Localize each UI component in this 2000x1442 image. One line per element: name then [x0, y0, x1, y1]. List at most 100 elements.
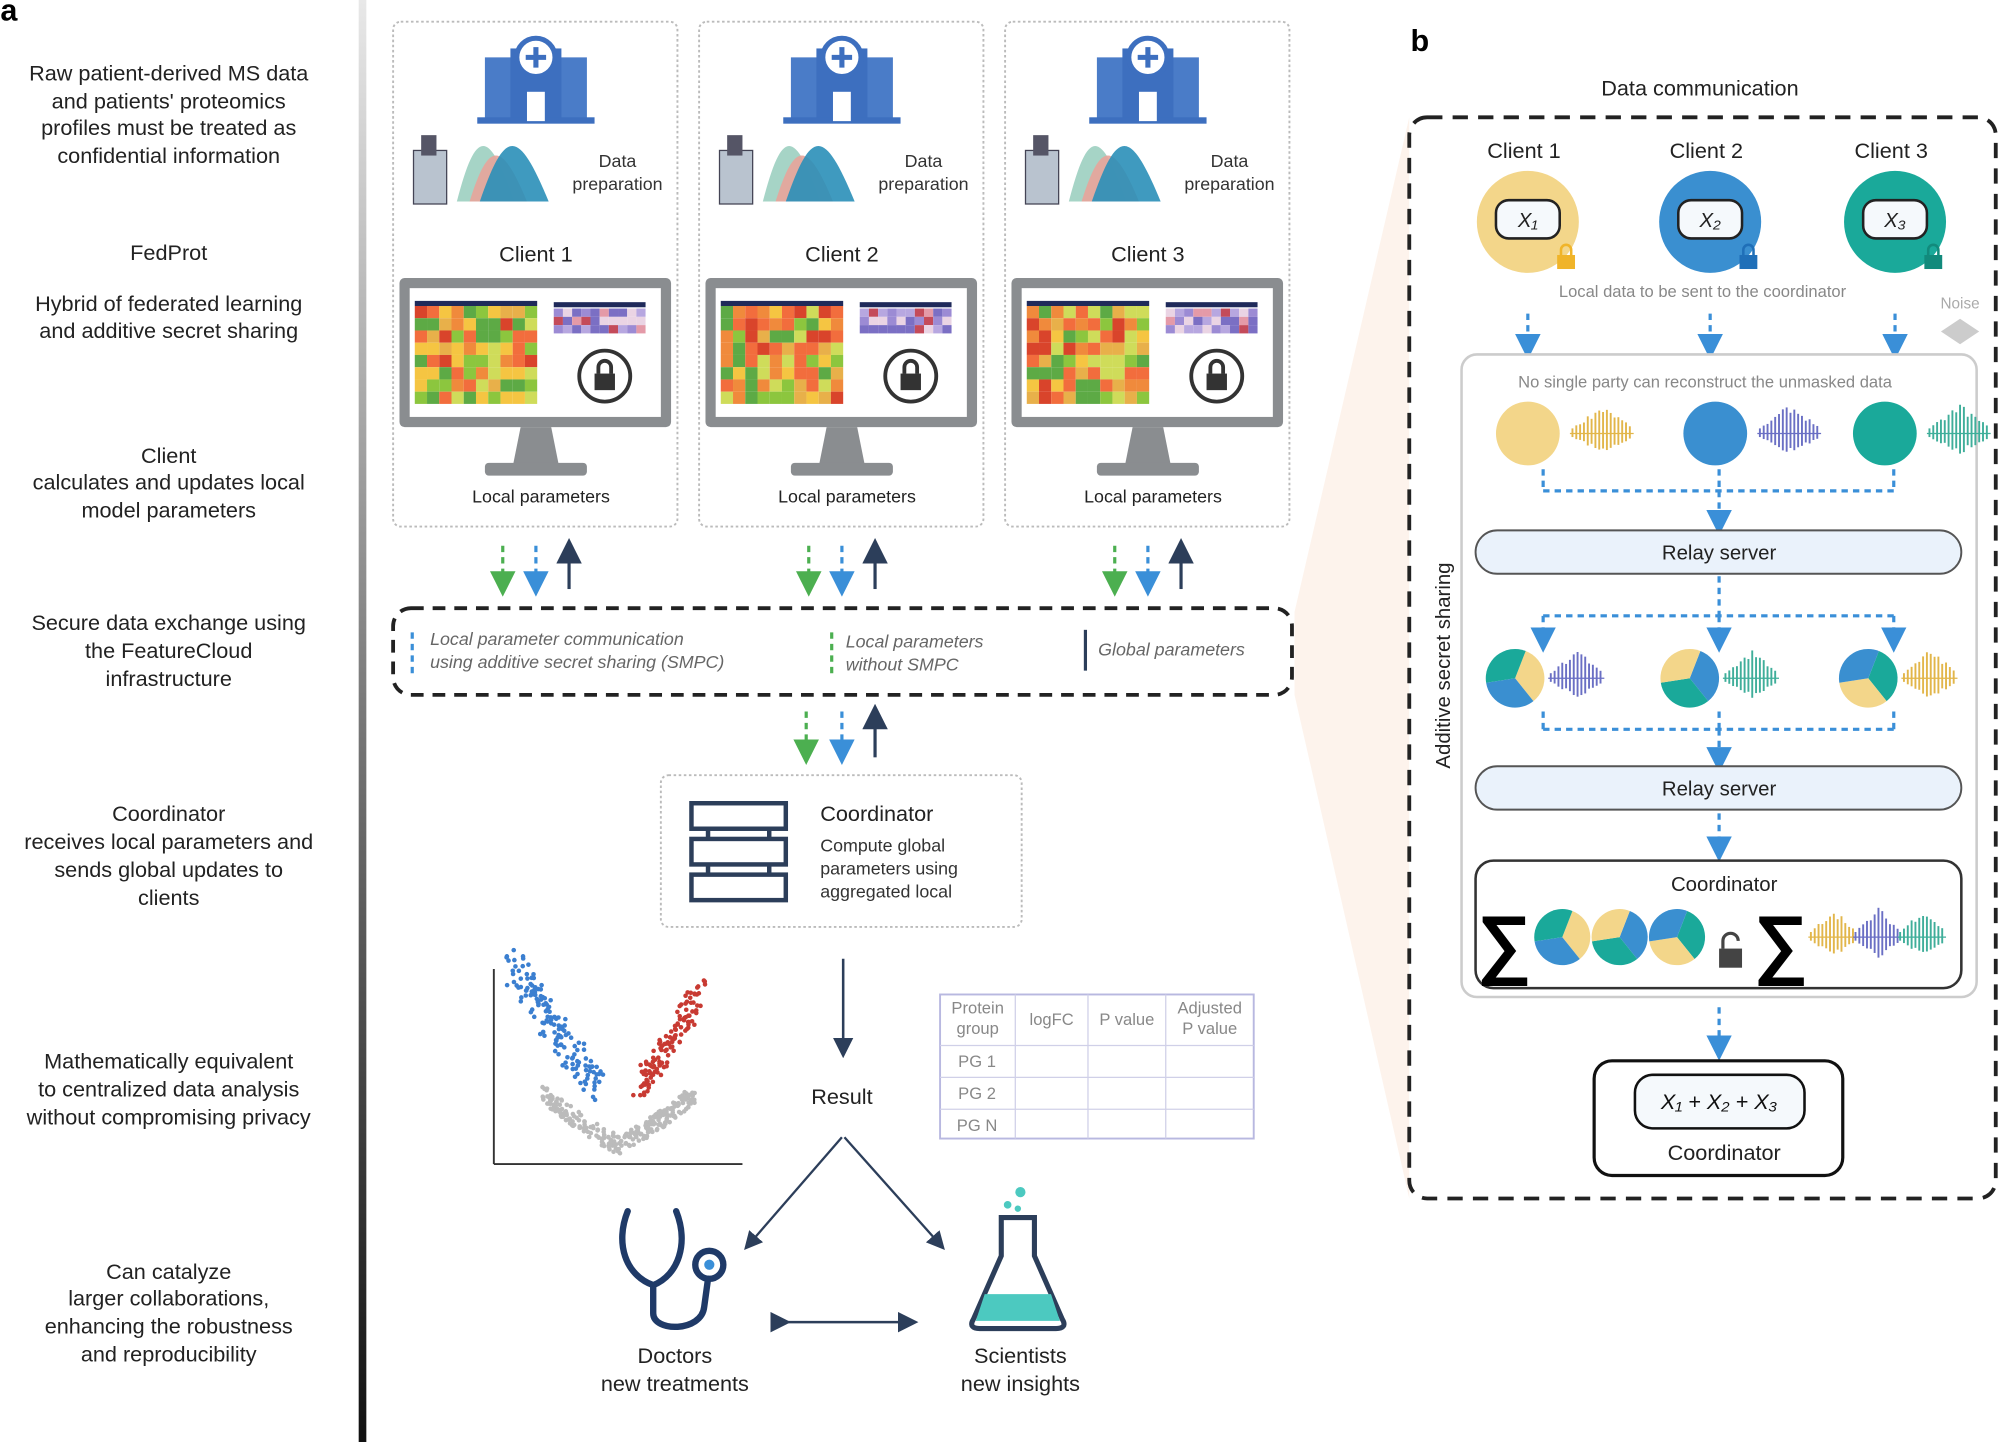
heatmap-cell	[451, 318, 464, 331]
volcano-point-ns	[682, 1089, 687, 1095]
pie-slice	[1619, 910, 1648, 959]
client-data-box	[1677, 198, 1744, 240]
volcano-point-up	[643, 1072, 649, 1078]
heatmap-cell	[581, 316, 591, 326]
hospital-icon	[477, 35, 595, 124]
heatmap-cell	[1039, 391, 1052, 404]
heatmap-cell	[451, 330, 464, 343]
heatmap-cell	[1051, 342, 1064, 355]
heatmap-cell	[1100, 367, 1113, 380]
table-header: logFC	[1030, 1010, 1074, 1029]
heatmap-cell	[1124, 354, 1137, 368]
heatmap-cell	[488, 318, 501, 331]
masked-share-circle	[1495, 401, 1560, 466]
relay-server-2	[1474, 765, 1963, 811]
volcano-point-down	[511, 947, 517, 953]
heatmap-cell	[1051, 367, 1064, 380]
heatmap-cell	[1075, 305, 1088, 319]
heatmap-cell	[1112, 305, 1125, 319]
left-desc-line: Secure data exchange using	[31, 610, 306, 635]
heatmap-cell	[439, 367, 452, 380]
legend-smpc-line2: using additive secret sharing (SMPC)	[430, 652, 724, 672]
heatmap-cell	[500, 379, 513, 392]
heatmap-cell	[1112, 330, 1125, 343]
heatmap-cell	[859, 316, 869, 326]
heatmap-cell	[794, 391, 807, 404]
pie-slice	[1839, 678, 1887, 708]
volcano-point-up	[646, 1082, 652, 1088]
volcano-point-ns	[552, 1104, 557, 1109]
volcano-point-up	[664, 1063, 669, 1069]
volcano-point-down	[513, 964, 518, 969]
client-var: X₂	[1698, 210, 1721, 232]
mixed-share-circle	[1591, 909, 1648, 966]
heatmap-cell	[636, 308, 646, 317]
heatmap-cell	[475, 379, 489, 392]
heatmap-cell	[1193, 316, 1203, 326]
pie-slice	[1534, 937, 1580, 966]
heatmap-cell	[512, 391, 525, 404]
heatmap-cell	[572, 325, 582, 334]
volcano-point-ns	[654, 1127, 660, 1133]
b-client-name: Client 2	[1670, 138, 1743, 163]
heatmap-cell	[781, 330, 795, 343]
doctors-sublabel: new treatments	[601, 1371, 749, 1396]
heatmap-cell	[745, 342, 758, 355]
left-desc-line: and reproducibility	[81, 1342, 257, 1367]
heatmap-cell	[475, 367, 489, 380]
heatmap-cell	[818, 330, 831, 343]
volcano-point-ns	[670, 1107, 675, 1113]
volcano-point-down	[587, 1068, 593, 1074]
heatmap-cell	[414, 367, 428, 380]
volcano-point-ns	[672, 1113, 677, 1119]
volcano-point-ns	[594, 1121, 600, 1127]
volcano-point-down	[511, 979, 517, 985]
left-desc-line: FedProt	[130, 240, 207, 265]
heatmap-cell	[1202, 308, 1212, 317]
volcano-point-ns	[562, 1110, 568, 1116]
left-desc-line: Mathematically equivalent	[44, 1048, 293, 1073]
volcano-point-ns	[623, 1132, 629, 1137]
coordinator-desc-1: Compute global	[820, 836, 945, 856]
lock-shackle	[1208, 358, 1226, 374]
sum-symbol-1: ∑	[1477, 901, 1532, 986]
result-formula-box	[1633, 1073, 1806, 1130]
signal-wave-icon	[1926, 404, 1991, 454]
volcano-point-ns	[591, 1125, 596, 1131]
volcano-point-up	[641, 1090, 647, 1095]
volcano-point-down	[528, 992, 534, 998]
heatmap-cell	[878, 325, 888, 334]
heatmap-cell	[599, 325, 609, 334]
heatmap-cell	[1087, 391, 1101, 404]
heatmap-cell	[1248, 308, 1258, 317]
heatmap-cell	[1100, 318, 1113, 331]
monitor-base	[1096, 462, 1199, 476]
noise-label: Noise	[1941, 296, 1980, 313]
heatmap-cell	[1063, 330, 1076, 343]
heatmap-cell	[933, 308, 943, 317]
volcano-point-ns	[560, 1114, 566, 1120]
heatmap-cell	[794, 379, 807, 392]
volcano-point-up	[694, 1003, 700, 1008]
volcano-point-up	[669, 1044, 675, 1049]
heatmap-cell	[1230, 308, 1240, 317]
volcano-point-down	[600, 1072, 606, 1077]
volcano-point-down	[593, 1076, 599, 1081]
heatmap-cell	[1136, 305, 1150, 319]
heatmap-cell	[1193, 308, 1203, 317]
volcano-point-down	[596, 1079, 602, 1085]
heatmap-cell	[427, 318, 440, 331]
heatmap-cell	[562, 325, 573, 334]
lock-icon	[1739, 243, 1758, 270]
coordinator-arrows	[793, 703, 888, 765]
heatmap-cell	[414, 354, 428, 368]
unlock-icon	[1719, 931, 1743, 968]
volcano-point-down	[591, 1069, 596, 1075]
noise-icon	[1940, 318, 1980, 345]
volcano-point-up	[657, 1061, 662, 1066]
heatmap-cell	[1230, 325, 1240, 334]
heatmap-cell	[1100, 391, 1113, 404]
legend-global: Global parameters	[1098, 639, 1245, 659]
heatmap-cell	[830, 354, 844, 368]
